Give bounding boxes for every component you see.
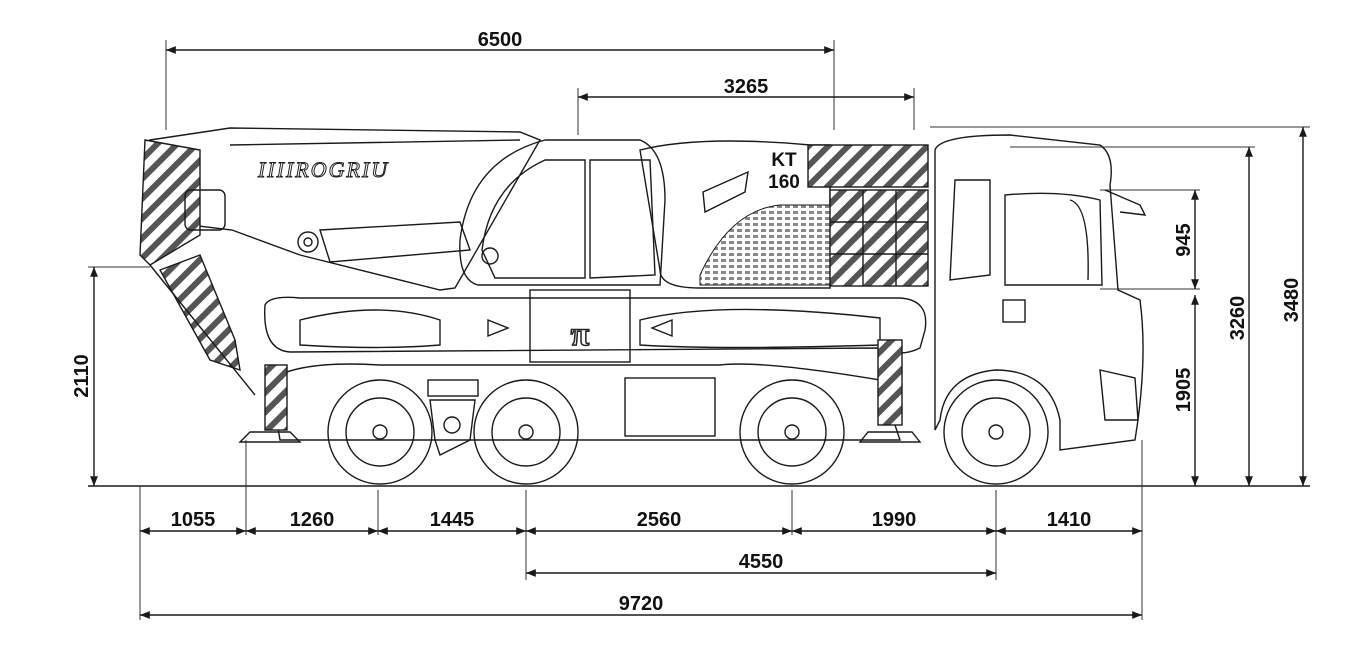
dim-label-1260: 1260 (290, 509, 335, 531)
outrigger-front (877, 339, 903, 426)
dim-label-2110: 2110 (71, 354, 93, 397)
wheel-2 (473, 379, 579, 485)
dim-label-4550: 4550 (739, 551, 784, 573)
model-label-160: 160 (768, 172, 800, 193)
dim-label-3265: 3265 (724, 76, 769, 98)
counterweight-block (829, 189, 929, 287)
dimension-lines (88, 40, 1310, 620)
counterweight-top (807, 144, 929, 188)
brand-label: IIIIROGRIU (257, 157, 389, 182)
chassis-frame (264, 296, 927, 354)
wheel-3 (739, 379, 845, 485)
dim-label-3260: 3260 (1227, 296, 1249, 341)
dim-label-1055: 1055 (171, 509, 216, 531)
dim-label-1410: 1410 (1047, 509, 1092, 531)
dim-label-3480: 3480 (1281, 278, 1303, 323)
model-label-kt: KT (771, 150, 797, 171)
center-plate (529, 289, 631, 363)
dim-label-2560: 2560 (637, 509, 682, 531)
dim-label-1445: 1445 (430, 509, 475, 531)
truck-cab (934, 134, 1144, 451)
boom (148, 127, 542, 291)
boom-head (139, 139, 201, 266)
svg-text:π: π (571, 316, 590, 353)
dim-label-1905: 1905 (1173, 368, 1195, 413)
wheel-4 (943, 379, 1049, 485)
wheel-1 (327, 379, 433, 485)
dimension-labels: 6500 3265 945 1905 3260 3480 2110 1055 1… (71, 29, 1303, 615)
crane-truck-drawing: IIIIROGRIU KT 160 π (139, 127, 1147, 485)
dim-label-1990: 1990 (872, 509, 917, 531)
dim-label-6500: 6500 (478, 29, 523, 51)
crane-cabin (459, 139, 666, 286)
outrigger-rear (264, 364, 288, 431)
engine-grille (699, 204, 831, 286)
dim-label-9720: 9720 (619, 593, 664, 615)
dim-label-945: 945 (1173, 223, 1195, 256)
